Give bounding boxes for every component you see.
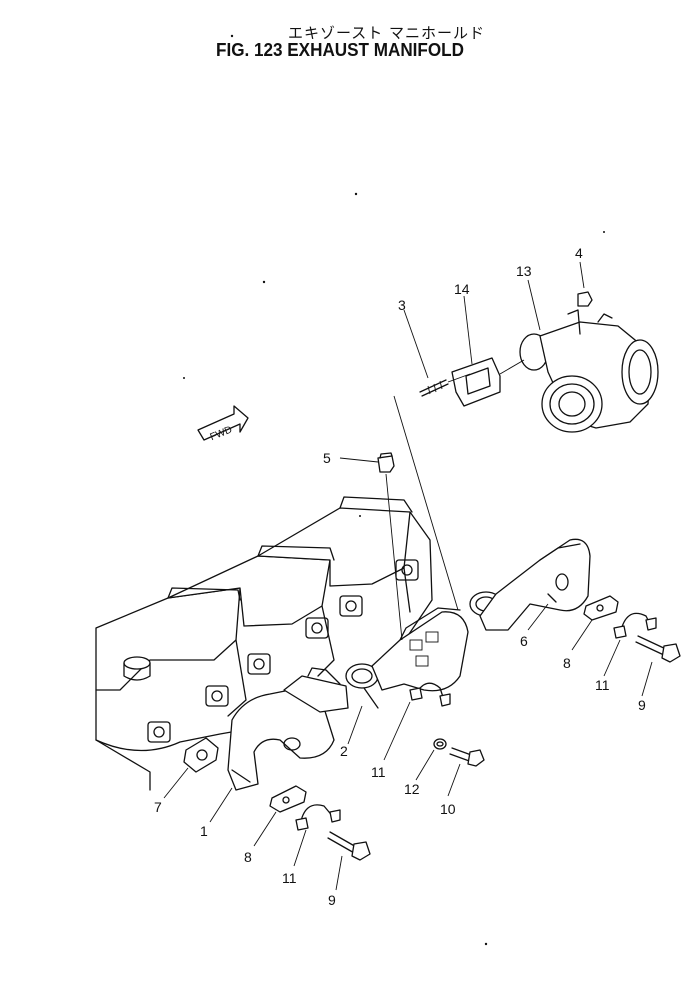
part-11-clamp-front — [295, 804, 341, 831]
callout-9-rear: 9 — [638, 697, 646, 713]
part-7-gasket — [183, 737, 219, 773]
callout-2: 2 — [340, 743, 348, 759]
part-8-bracket-rear — [583, 595, 619, 621]
callout-14: 14 — [454, 281, 470, 297]
part-9-bolt-rear — [635, 635, 681, 663]
callout-6: 6 — [520, 633, 528, 649]
callout-10: 10 — [440, 801, 456, 817]
part-11-clamp-rear — [613, 612, 657, 639]
engine-cylinder-head — [95, 496, 433, 791]
scan-specks — [183, 34, 605, 946]
callout-3: 3 — [398, 297, 406, 313]
part-8-bracket-front — [269, 785, 307, 813]
assembly-guide-lines — [385, 359, 525, 641]
part-11-clamp-middle — [409, 682, 451, 707]
part-6-rear-exhaust-manifold — [469, 538, 591, 631]
part-10-bolt — [449, 747, 485, 767]
part-9-bolt-front — [327, 831, 371, 861]
part-5-plug — [377, 452, 395, 473]
callout-11-rear: 11 — [595, 677, 610, 693]
callout-1: 1 — [200, 823, 208, 839]
callout-7: 7 — [154, 799, 162, 815]
part-13-turbocharger — [519, 309, 659, 433]
callout-9-front: 9 — [328, 892, 336, 908]
part-2-middle-exhaust-manifold — [345, 607, 469, 709]
callout-13: 13 — [516, 263, 532, 279]
callout-11-middle: 11 — [371, 764, 386, 780]
part-14-turbo-gasket — [451, 357, 501, 407]
callout-8-rear: 8 — [563, 655, 571, 671]
part-1-front-exhaust-manifold — [227, 667, 349, 791]
callout-12: 12 — [404, 781, 420, 797]
part-3-stud-bolt — [419, 379, 449, 397]
callout-11-front: 11 — [282, 870, 297, 886]
callout-4: 4 — [575, 245, 583, 261]
forward-direction-arrow-icon — [197, 405, 249, 441]
figure-title: FIG. 123 EXHAUST MANIFOLD — [216, 40, 464, 60]
part-4-nut — [577, 291, 593, 307]
title-japanese: エキゾースト マニホールド — [288, 24, 486, 42]
callout-5: 5 — [323, 450, 331, 466]
callout-leader-lines — [163, 261, 653, 891]
callout-8-front: 8 — [244, 849, 252, 865]
part-12-washer — [433, 738, 447, 750]
